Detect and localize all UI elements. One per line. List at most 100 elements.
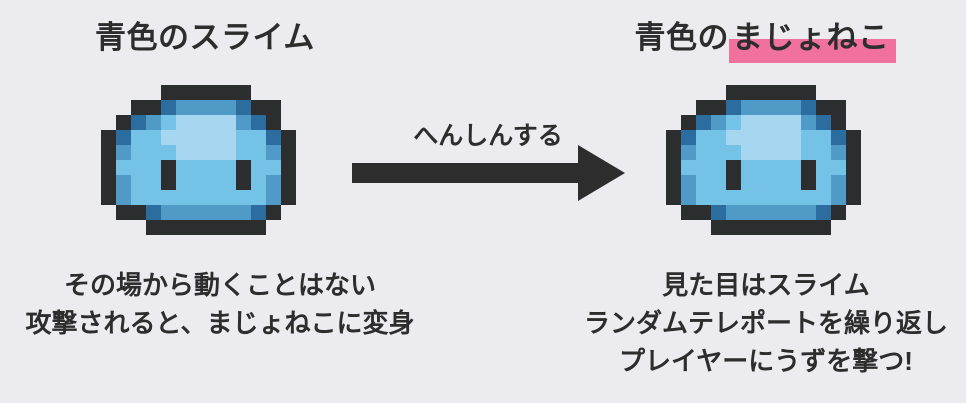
pixel [756,85,771,100]
pixel [191,115,206,130]
pixel [236,145,251,160]
pixel [251,190,266,205]
pixel [696,130,711,145]
pixel [191,190,206,205]
pixel [696,115,711,130]
right-caption: 見た目はスライムランダムテレポートを繰り返しプレイヤーにうずを撃つ! [566,266,966,380]
pixel [266,190,281,205]
pixel [741,205,756,220]
pixel [236,160,251,175]
pixel [831,115,846,130]
pixel [831,160,846,175]
pixel [816,130,831,145]
pixel [116,145,131,160]
pixel [726,175,741,190]
pixel [711,175,726,190]
pixel [206,100,221,115]
pixel [101,190,116,205]
pixel [771,175,786,190]
pixel [801,115,816,130]
pixel [191,85,206,100]
pixel [756,130,771,145]
pixel [251,130,266,145]
caption-line: 攻撃されると、まじょねこに変身 [25,308,415,338]
pixel [741,145,756,160]
pixel [191,220,206,235]
pixel [221,100,236,115]
pixel [131,175,146,190]
pixel [786,175,801,190]
pixel [236,115,251,130]
pixel [206,115,221,130]
pixel [726,145,741,160]
pixel [681,175,696,190]
caption-line: ランダムテレポートを繰り返し [583,308,948,338]
pixel [786,100,801,115]
pixel [146,100,161,115]
pixel [236,190,251,205]
pixel [221,145,236,160]
pixel [161,130,176,145]
pixel [176,130,191,145]
pixel [116,205,131,220]
pixel [816,100,831,115]
pixel [696,175,711,190]
pixel [846,130,861,145]
pixel [266,175,281,190]
pixel [846,175,861,190]
pixel [131,160,146,175]
pixel [681,115,696,130]
pixel [116,175,131,190]
pixel [131,130,146,145]
pixel [251,175,266,190]
pixel [146,220,161,235]
pixel [846,145,861,160]
pixel [176,190,191,205]
pixel [711,115,726,130]
pixel [741,190,756,205]
pixel [801,190,816,205]
pixel [846,190,861,205]
pixel [131,145,146,160]
pixel [741,130,756,145]
pixel [756,205,771,220]
pixel [816,205,831,220]
caption-line: プレイヤーにうずを撃つ! [619,346,913,376]
pixel [771,115,786,130]
pixel [221,190,236,205]
pixel [236,175,251,190]
pixel [711,205,726,220]
pixel [221,85,236,100]
pixel [251,145,266,160]
pixel [726,130,741,145]
pixel [666,175,681,190]
pixel [711,160,726,175]
pixel [176,160,191,175]
right-title-highlight-mark: まじょねこ [729,18,896,63]
pixel [221,205,236,220]
pixel [786,85,801,100]
pixel [756,160,771,175]
pixel [206,175,221,190]
pixel [281,160,296,175]
pixel [206,130,221,145]
pixel [696,205,711,220]
pixel [831,175,846,190]
pixel [116,130,131,145]
pixel [116,160,131,175]
pixel [146,130,161,145]
pixel [771,145,786,160]
pixel [756,220,771,235]
pixel [711,130,726,145]
pixel [696,100,711,115]
pixel [176,115,191,130]
pixel [146,205,161,220]
pixel [131,100,146,115]
pixel [771,130,786,145]
pixel [146,115,161,130]
pixel [801,130,816,145]
pixel [101,175,116,190]
pixel [741,175,756,190]
pixel [281,130,296,145]
pixel [101,130,116,145]
